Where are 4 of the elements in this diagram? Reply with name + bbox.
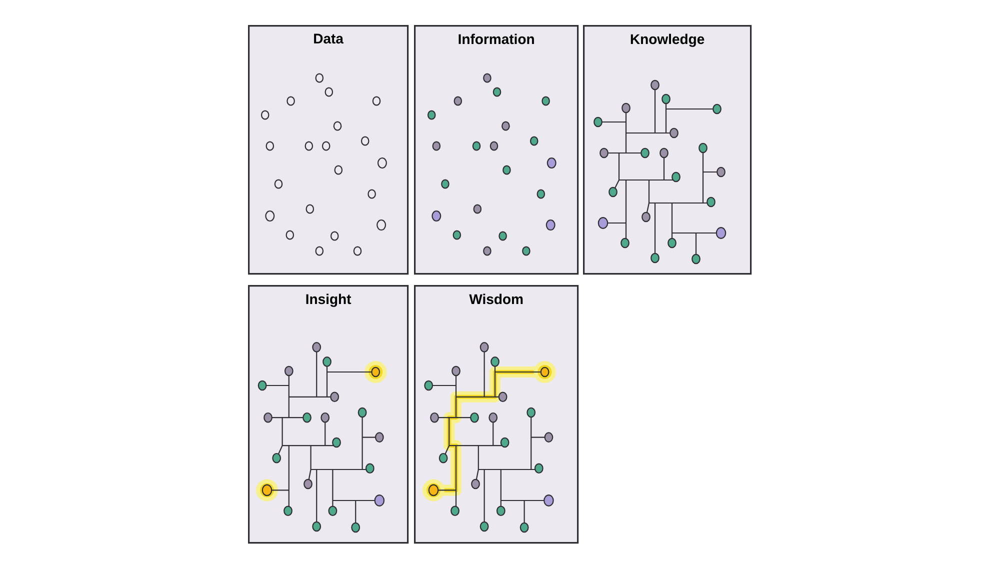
- panel: Data: [248, 25, 409, 275]
- panel: Information: [414, 25, 579, 275]
- panel: Knowledge: [583, 25, 752, 275]
- panel: Insight: [248, 285, 409, 544]
